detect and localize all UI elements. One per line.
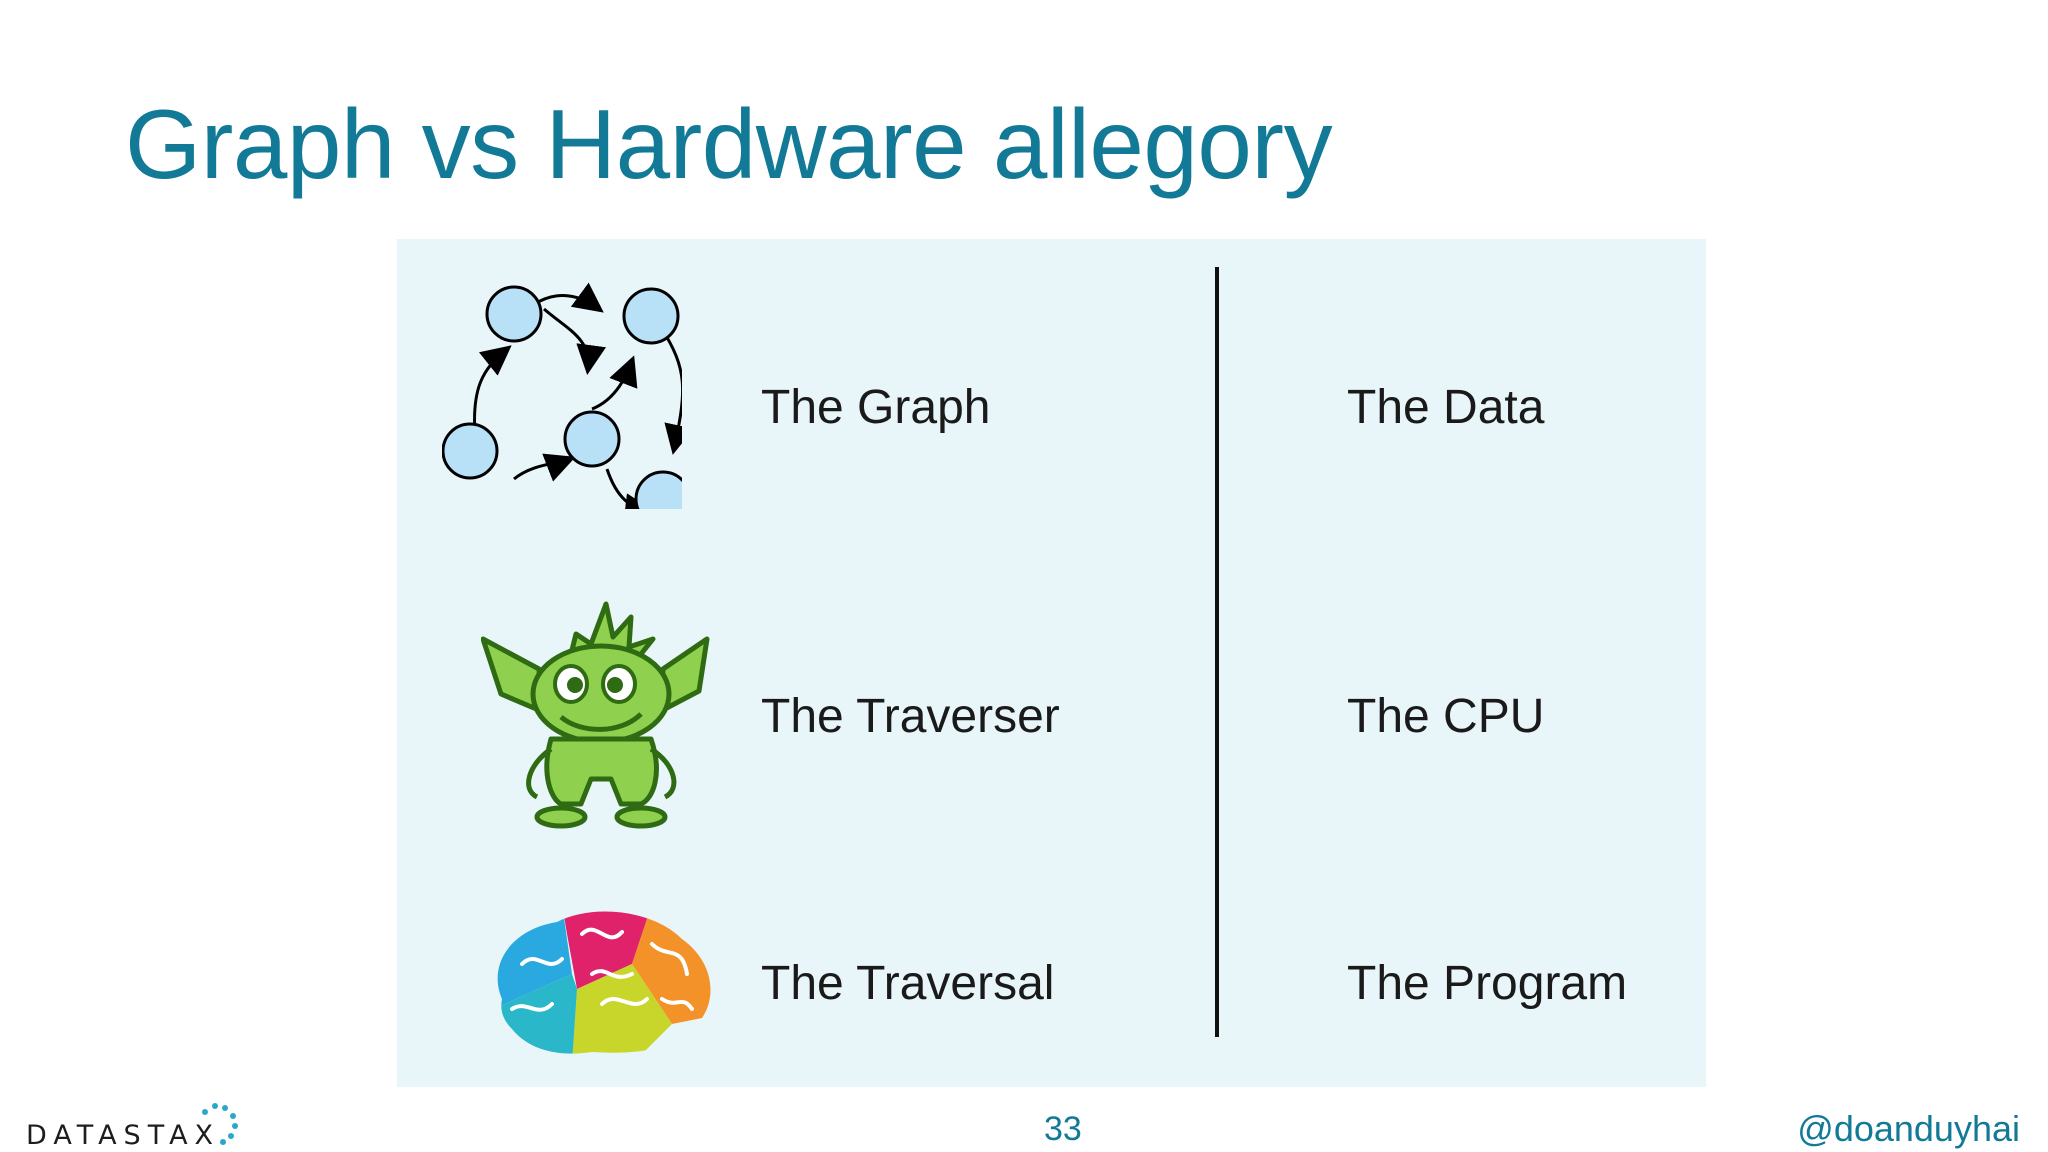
label-the-cpu: The CPU — [1347, 689, 1544, 744]
slide-title: Graph vs Hardware allegory — [125, 88, 1332, 201]
vertical-divider — [1215, 267, 1219, 1037]
allegory-panel: The Graph The Data The Traverser The CPU — [397, 239, 1706, 1087]
label-the-graph: The Graph — [761, 380, 990, 435]
label-the-traversal: The Traversal — [761, 956, 1054, 1011]
label-the-data: The Data — [1347, 380, 1544, 435]
logo-text: DATASTAX — [26, 1120, 220, 1151]
datastax-logo: DATASTAX — [22, 1100, 252, 1150]
graph-network-icon — [442, 269, 682, 509]
goblin-mascot-icon — [481, 599, 721, 839]
label-the-program: The Program — [1347, 956, 1627, 1011]
page-number: 33 — [1044, 1110, 1082, 1149]
twitter-handle: @doanduyhai — [1797, 1108, 2020, 1150]
label-the-traverser: The Traverser — [761, 689, 1060, 744]
colorful-brain-icon — [482, 904, 722, 1064]
logo-dots-icon — [197, 1100, 247, 1150]
